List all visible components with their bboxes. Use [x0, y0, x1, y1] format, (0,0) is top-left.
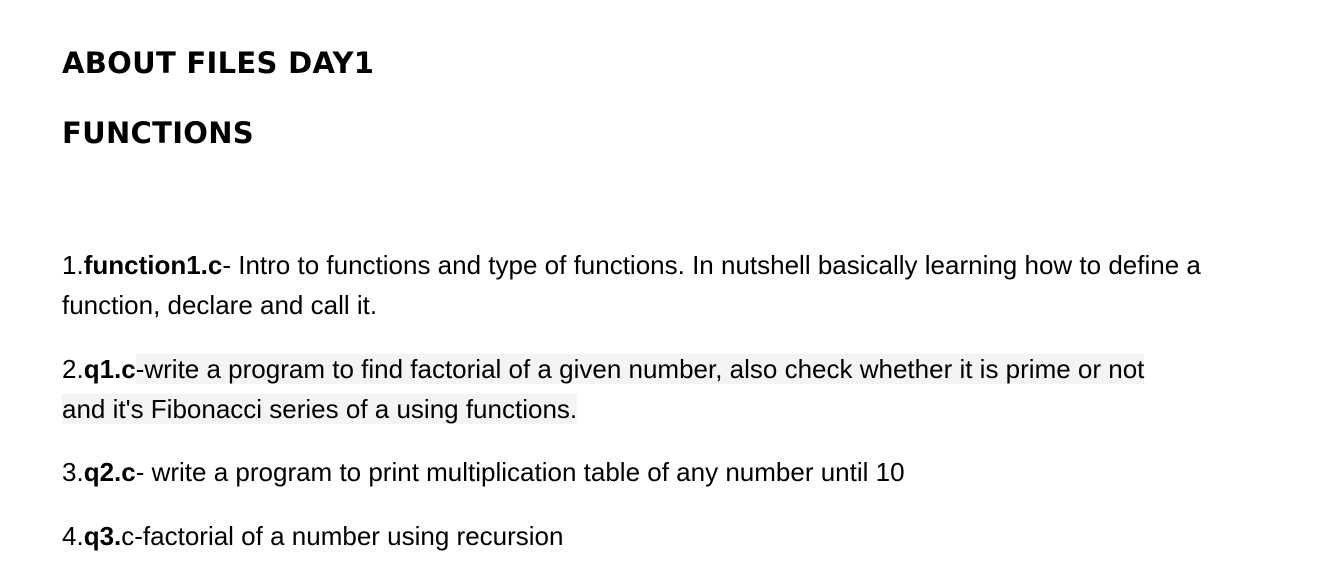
- list-item: 4.q3.c-factorial of a number using recur…: [62, 516, 563, 556]
- item-number: 1.: [62, 250, 84, 280]
- list-item: 3.q2.c- write a program to print multipl…: [62, 452, 905, 492]
- list-item-line: 1.function1.c- Intro to functions and ty…: [62, 245, 1201, 285]
- item-description-continued: function, declare and call it.: [62, 290, 378, 320]
- file-name: q3.: [83, 521, 122, 551]
- list-item: 1.function1.c- Intro to functions and ty…: [62, 245, 1201, 325]
- item-number: 2.: [62, 354, 84, 384]
- list-item-line: 4.q3.c-factorial of a number using recur…: [62, 516, 563, 556]
- list-item: 2.q1.c-write a program to find factorial…: [62, 349, 1145, 429]
- item-description-continued: and it's Fibonacci series of a using fun…: [62, 394, 578, 424]
- item-number: 4.: [62, 521, 84, 551]
- file-name: q2.c: [83, 457, 136, 487]
- item-description: - write a program to print multiplicatio…: [135, 457, 905, 487]
- document-title: ABOUT FILES DAY1: [62, 46, 375, 80]
- item-description: c-factorial of a number using recursion: [121, 521, 564, 551]
- item-number: 3.: [62, 457, 84, 487]
- file-name: q1.c: [83, 354, 136, 384]
- item-description: -write a program to find factorial of a …: [135, 354, 1145, 384]
- list-item-line: function, declare and call it.: [62, 285, 1201, 325]
- list-item-line: and it's Fibonacci series of a using fun…: [62, 389, 1144, 429]
- item-description: - Intro to functions and type of functio…: [222, 250, 1201, 280]
- file-name: function1.c: [83, 250, 223, 280]
- section-heading: FUNCTIONS: [62, 116, 254, 150]
- list-item-line: 3.q2.c- write a program to print multipl…: [62, 452, 905, 492]
- list-item-line: 2.q1.c-write a program to find factorial…: [62, 349, 1145, 389]
